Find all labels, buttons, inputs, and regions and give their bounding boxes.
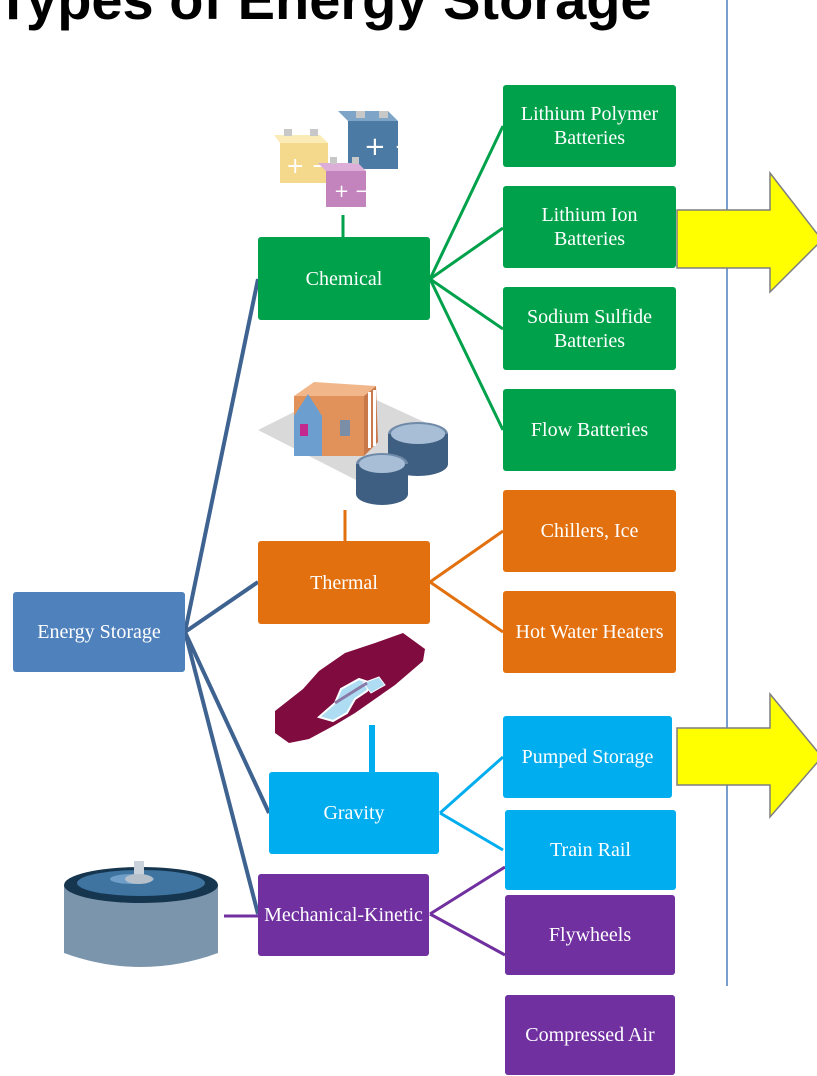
flywheel-icon (64, 861, 218, 967)
item-pumped-storage: Pumped Storage (503, 716, 672, 798)
arrow-right-icon (676, 170, 817, 294)
item-label: Compressed Air (525, 1024, 655, 1046)
category-label: Gravity (323, 802, 385, 824)
root-label: Energy Storage (37, 621, 161, 643)
root-connectors (183, 278, 271, 915)
item-label: Hot Water Heaters (515, 621, 664, 643)
gravity-connectors (369, 725, 504, 852)
item-label: Pumped Storage (521, 746, 654, 768)
item-hot-water-heaters: Hot Water Heaters (503, 591, 676, 673)
page-title: Types of Energy Storage (0, 0, 652, 33)
category-label: Thermal (310, 571, 378, 594)
root-node: Energy Storage (13, 592, 185, 672)
svg-text:+ −: + − (334, 181, 370, 202)
mechanical-connectors (224, 865, 506, 957)
item-lithium-ion: Lithium Ion Batteries (503, 186, 676, 268)
batteries-icon: + − + − + − (274, 111, 402, 207)
item-label: Chillers, Ice (540, 520, 639, 542)
category-label: Mechanical-Kinetic (264, 904, 423, 926)
item-label: Train Rail (550, 839, 631, 861)
item-label: Lithium Ion Batteries (541, 204, 638, 250)
item-label: Lithium Polymer Batteries (520, 103, 659, 149)
item-label: Flywheels (548, 924, 632, 946)
item-label: Sodium Sulfide Batteries (526, 305, 652, 352)
arrow-right-icon (676, 691, 817, 820)
item-chillers-ice: Chillers, Ice (503, 490, 676, 572)
item-sodium-sulfide: Sodium Sulfide Batteries (503, 287, 676, 370)
chemical-connectors (341, 125, 505, 431)
category-label: Chemical (305, 267, 383, 290)
item-label: Flow Batteries (530, 419, 649, 441)
pumped-storage-icon (275, 633, 425, 743)
category-thermal: Thermal (258, 541, 430, 624)
item-flywheels: Flywheels (505, 895, 675, 975)
item-lithium-polymer: Lithium Polymer Batteries (503, 85, 676, 167)
thermal-connectors (343, 510, 504, 634)
item-flow-batteries: Flow Batteries (503, 389, 676, 471)
thermal-storage-icon (258, 382, 448, 505)
item-compressed-air: Compressed Air (505, 995, 675, 1075)
item-train-rail: Train Rail (505, 810, 676, 890)
category-gravity: Gravity (269, 772, 439, 854)
category-chemical: Chemical (258, 237, 430, 320)
svg-text:+ −: + − (364, 132, 402, 162)
category-mechanical-kinetic: Mechanical-Kinetic (258, 874, 429, 956)
